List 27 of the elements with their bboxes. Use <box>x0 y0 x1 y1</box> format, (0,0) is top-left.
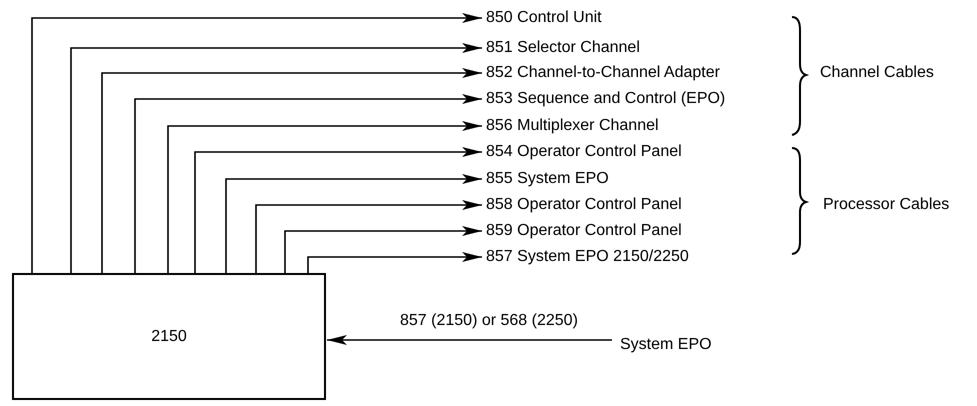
cable-label: System EPO <box>620 337 712 353</box>
cable-label: 857 System EPO 2150/2250 <box>486 249 689 265</box>
cable-label: 854 Operator Control Panel <box>486 144 682 160</box>
arrow <box>327 335 612 345</box>
cable-label: 853 Sequence and Control (EPO) <box>486 91 726 107</box>
group-label: Channel Cables <box>820 65 934 81</box>
cable-label: 850 Control Unit <box>486 10 602 26</box>
arrow <box>70 43 482 273</box>
arrow <box>101 68 482 273</box>
cable-label: 852 Channel-to-Channel Adapter <box>486 65 720 81</box>
arrow <box>225 174 482 273</box>
arrow <box>31 13 482 273</box>
group-label: Processor Cables <box>823 197 950 213</box>
arrow <box>194 147 482 273</box>
cable-label: 856 Multiplexer Channel <box>486 118 659 134</box>
cable-label: 855 System EPO <box>486 171 609 187</box>
arrow <box>134 94 482 273</box>
arrow <box>307 252 482 273</box>
unit-label: 2150 <box>151 328 187 344</box>
arrow <box>167 121 482 273</box>
arrow <box>255 200 482 273</box>
arrow <box>284 226 482 273</box>
unit-box <box>12 273 326 400</box>
cable-label: 851 Selector Channel <box>486 40 640 56</box>
cable-label: 859 Operator Control Panel <box>486 223 682 239</box>
cable-label: 858 Operator Control Panel <box>486 197 682 213</box>
edge-label: 857 (2150) or 568 (2250) <box>400 313 578 329</box>
